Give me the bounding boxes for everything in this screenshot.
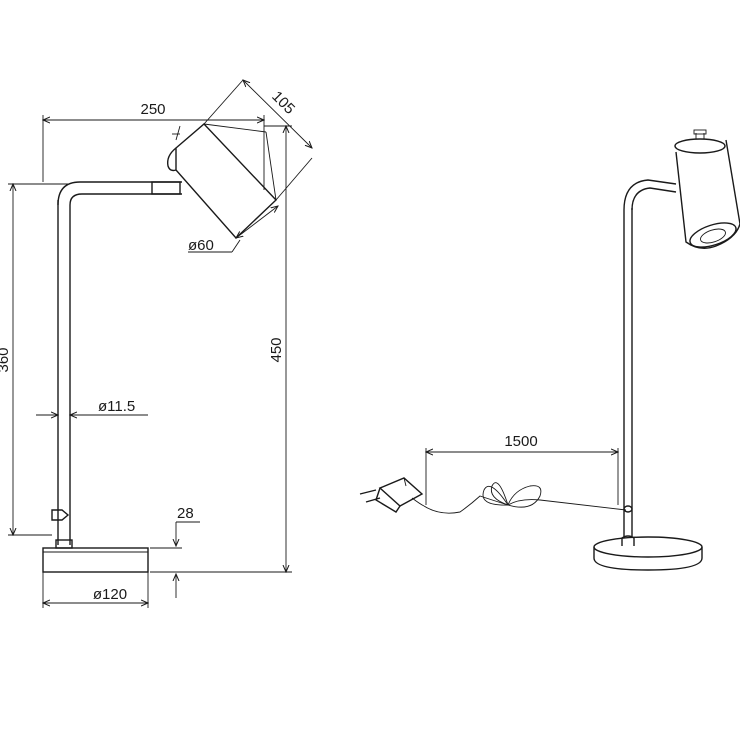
lamp-arm <box>57 181 182 206</box>
dim-shade-length-label: 105 <box>268 88 298 118</box>
dim-base-height-label: 28 <box>177 505 194 522</box>
dim-base-height: 28 <box>150 505 200 598</box>
dim-cable-length-label: 1500 <box>504 433 537 450</box>
perspective-stem <box>623 179 677 538</box>
dim-stem-diameter: ø11.5 <box>36 398 148 415</box>
dim-shade-diameter: ø60 <box>188 206 278 254</box>
lamp-shade <box>166 123 277 240</box>
switch-icon <box>51 509 70 521</box>
perspective-base <box>593 535 703 571</box>
dim-stem-diameter-label: ø11.5 <box>98 398 135 415</box>
dim-total-height-label: 450 <box>268 337 285 362</box>
dim-total-height: 450 <box>150 126 292 572</box>
lamp-stem <box>51 200 73 549</box>
dim-arm-height: 360 <box>0 184 70 535</box>
power-cable <box>423 482 627 514</box>
dim-base-diameter-label: ø120 <box>93 586 127 603</box>
lamp-base <box>42 547 149 573</box>
side-dimension-view: 250 105 ø60 360 450 <box>0 80 312 608</box>
dim-base-diameter: ø120 <box>43 572 148 608</box>
dim-arm-height-label: 360 <box>0 347 12 372</box>
perspective-view: 1500 <box>359 129 740 571</box>
dim-shade-diameter-label: ø60 <box>188 237 214 254</box>
perspective-shade <box>674 129 740 249</box>
dim-width: 250 <box>43 101 264 190</box>
plug-icon <box>359 477 425 513</box>
dim-cable-length: 1500 <box>426 433 618 505</box>
dim-width-label: 250 <box>140 101 165 118</box>
